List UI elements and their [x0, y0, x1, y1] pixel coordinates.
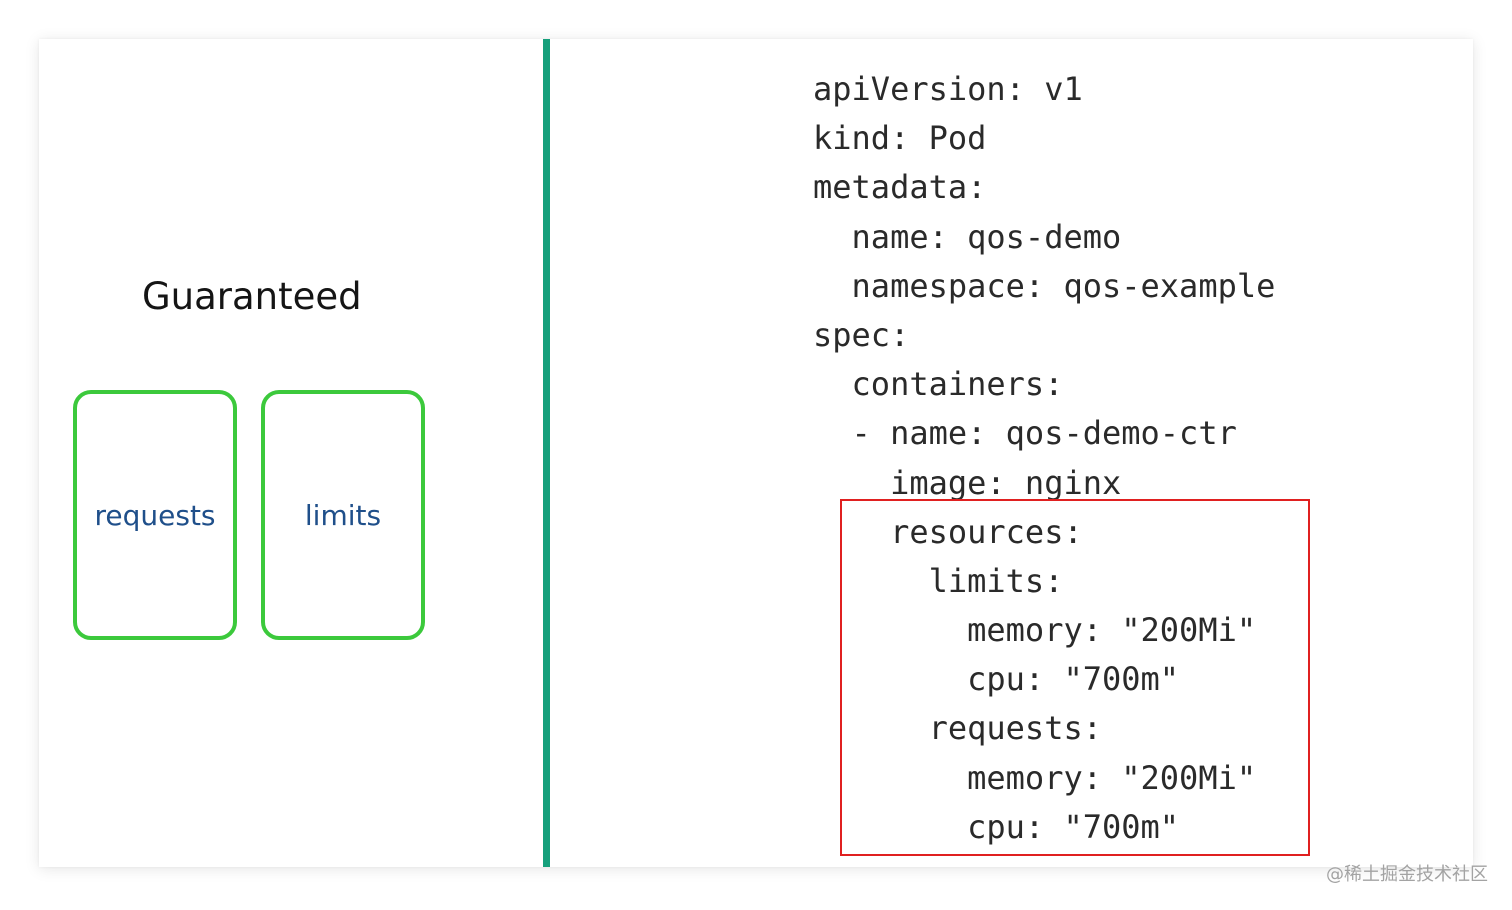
yaml-line: containers: [813, 365, 1064, 404]
yaml-line: requests: [813, 709, 1102, 748]
slide: Guaranteed requests limits apiVersion: v… [39, 39, 1473, 867]
yaml-line: kind: Pod [813, 119, 987, 158]
yaml-line: metadata: [813, 168, 987, 207]
yaml-line: - name: qos-demo-ctr [813, 414, 1237, 453]
yaml-line: resources: [813, 512, 1083, 551]
yaml-line: memory: "200Mi" [813, 758, 1257, 797]
requests-box: requests [73, 390, 237, 640]
yaml-line: namespace: qos-example [813, 266, 1276, 305]
yaml-line: limits: [813, 561, 1064, 600]
watermark: @稀土掘金技术社区 [1326, 864, 1488, 885]
resources-highlight-box [840, 499, 1310, 856]
yaml-line: cpu: "700m" [813, 660, 1180, 699]
yaml-line: name: qos-demo [813, 217, 1122, 256]
qos-class-title: Guaranteed [142, 275, 362, 318]
requests-label: requests [94, 498, 216, 532]
yaml-line: image: nginx [813, 463, 1122, 502]
yaml-line: memory: "200Mi" [813, 611, 1257, 650]
limits-label: limits [304, 498, 382, 532]
yaml-line: spec: [813, 315, 910, 354]
vertical-divider [543, 39, 550, 867]
yaml-line: cpu: "700m" [813, 807, 1180, 846]
limits-box: limits [261, 390, 425, 640]
yaml-line: apiVersion: v1 [813, 70, 1083, 108]
pod-yaml-code: apiVersion: v1 kind: Pod metadata: name: q… [813, 65, 1275, 852]
